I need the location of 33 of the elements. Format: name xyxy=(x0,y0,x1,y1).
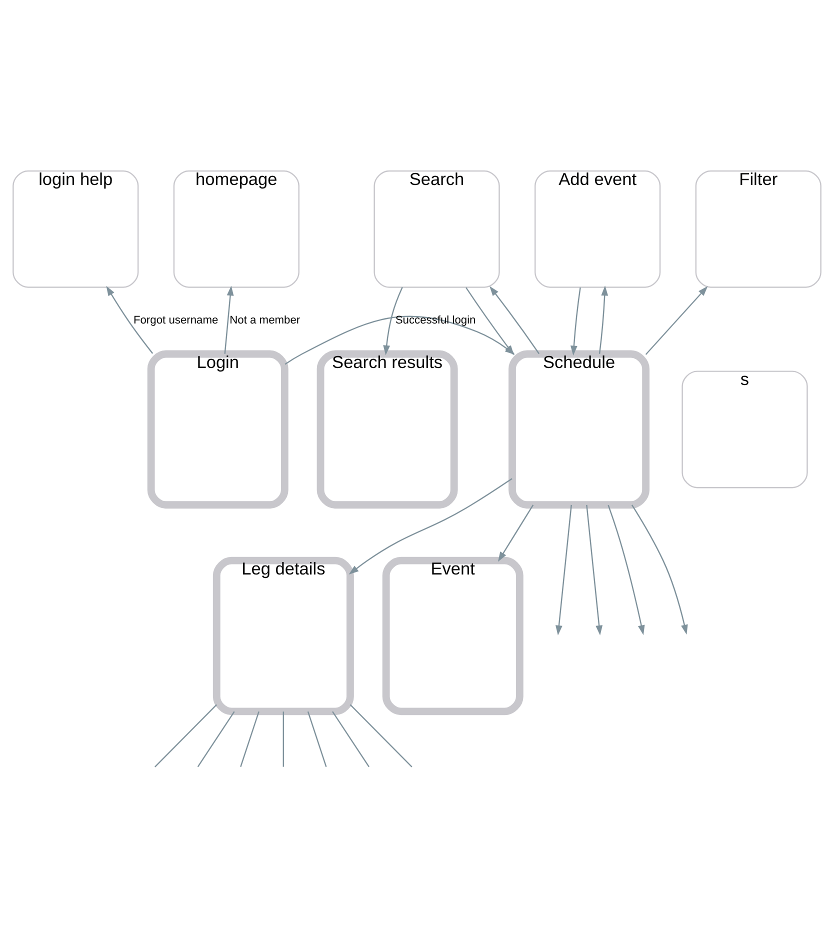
node-box: s xyxy=(682,370,808,488)
connector xyxy=(154,704,218,768)
node-box: login help xyxy=(12,170,139,288)
connector xyxy=(282,712,284,767)
arrow xyxy=(598,286,608,354)
node-box: Login xyxy=(147,350,288,509)
arrow xyxy=(645,286,708,355)
arrow xyxy=(383,287,403,356)
arrow xyxy=(608,504,645,636)
connector xyxy=(307,711,327,767)
arrow xyxy=(556,504,572,636)
arrow xyxy=(631,504,688,635)
connector xyxy=(350,704,412,768)
arrow xyxy=(224,286,234,354)
node-box: Filter xyxy=(695,170,822,288)
node-box: Leg details xyxy=(212,556,354,716)
connector xyxy=(197,711,235,768)
edge-label: Not a member xyxy=(230,314,300,326)
node-box: homepage xyxy=(173,170,300,288)
node-box: Search xyxy=(374,170,500,288)
connector xyxy=(240,711,260,767)
node-box: Add event xyxy=(534,170,661,288)
edge-label: Forgot username xyxy=(133,314,218,326)
node-box: Schedule xyxy=(508,350,650,509)
arrow xyxy=(106,286,154,354)
node-box: Event xyxy=(382,556,524,716)
arrow xyxy=(586,504,603,636)
arrow xyxy=(348,478,512,575)
node-box: Search results xyxy=(316,350,458,509)
arrow xyxy=(570,287,581,356)
edge-label: Successful login xyxy=(395,314,476,326)
connector xyxy=(332,711,370,768)
arrow xyxy=(498,504,534,562)
